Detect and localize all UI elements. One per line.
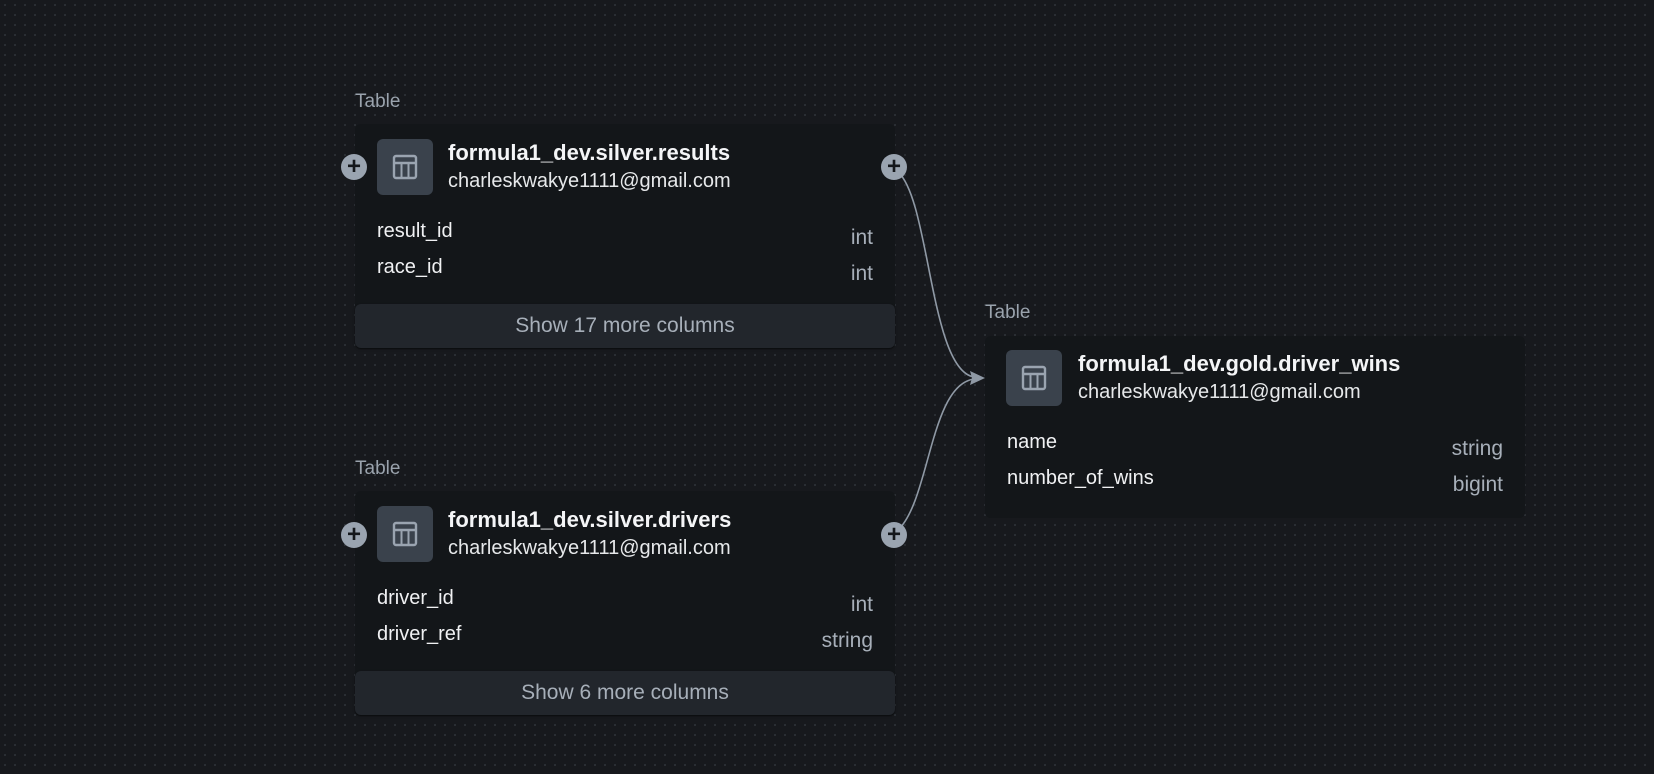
expand-upstream-plus-icon[interactable]: + bbox=[341, 154, 367, 180]
node-owner: charleskwakye1111@gmail.com bbox=[448, 537, 731, 559]
column-row: race_id int bbox=[377, 256, 873, 286]
table-node-driver-wins[interactable]: formula1_dev.gold.driver_wins charleskwa… bbox=[985, 336, 1525, 518]
column-type: string bbox=[821, 629, 873, 652]
column-name: race_id bbox=[377, 256, 443, 278]
arrowhead-icon bbox=[970, 371, 985, 385]
table-icon bbox=[377, 506, 433, 562]
column-type: bigint bbox=[1452, 473, 1503, 496]
expand-upstream-plus-icon[interactable]: + bbox=[341, 522, 367, 548]
column-name: driver_ref bbox=[377, 623, 462, 645]
node-kind-label: Table bbox=[985, 302, 1031, 323]
column-row: name string bbox=[1007, 431, 1503, 461]
node-owner: charleskwakye1111@gmail.com bbox=[1078, 381, 1361, 403]
column-name: number_of_wins bbox=[1007, 467, 1154, 489]
column-name: result_id bbox=[377, 220, 453, 242]
column-type: string bbox=[1451, 437, 1503, 460]
expand-downstream-plus-icon[interactable]: + bbox=[881, 154, 907, 180]
column-row: driver_id int bbox=[377, 587, 873, 617]
node-title[interactable]: formula1_dev.silver.drivers bbox=[448, 507, 732, 532]
edge-results-to-driver-wins bbox=[897, 171, 975, 378]
column-type: int bbox=[850, 262, 873, 285]
column-name: name bbox=[1007, 431, 1058, 453]
table-node-drivers[interactable]: formula1_dev.silver.drivers charleskwaky… bbox=[355, 491, 895, 716]
show-more-columns-button[interactable]: Show 17 more columns bbox=[355, 304, 895, 348]
table-node-results[interactable]: formula1_dev.silver.results charleskwaky… bbox=[355, 124, 895, 349]
column-type: int bbox=[850, 226, 873, 249]
node-owner: charleskwakye1111@gmail.com bbox=[448, 170, 731, 192]
column-row: number_of_wins bigint bbox=[1007, 467, 1503, 497]
show-more-columns-button[interactable]: Show 6 more columns bbox=[355, 671, 895, 715]
table-icon bbox=[1006, 350, 1062, 406]
column-row: driver_ref string bbox=[377, 623, 873, 653]
table-icon bbox=[377, 139, 433, 195]
column-name: driver_id bbox=[377, 587, 454, 609]
expand-downstream-plus-icon[interactable]: + bbox=[881, 522, 907, 548]
node-kind-label: Table bbox=[355, 91, 401, 112]
edge-drivers-to-driver-wins bbox=[897, 378, 975, 531]
node-kind-label: Table bbox=[355, 458, 401, 479]
node-title[interactable]: formula1_dev.silver.results bbox=[448, 140, 731, 165]
column-type: int bbox=[850, 593, 873, 616]
node-title[interactable]: formula1_dev.gold.driver_wins bbox=[1078, 351, 1401, 376]
column-row: result_id int bbox=[377, 220, 873, 250]
